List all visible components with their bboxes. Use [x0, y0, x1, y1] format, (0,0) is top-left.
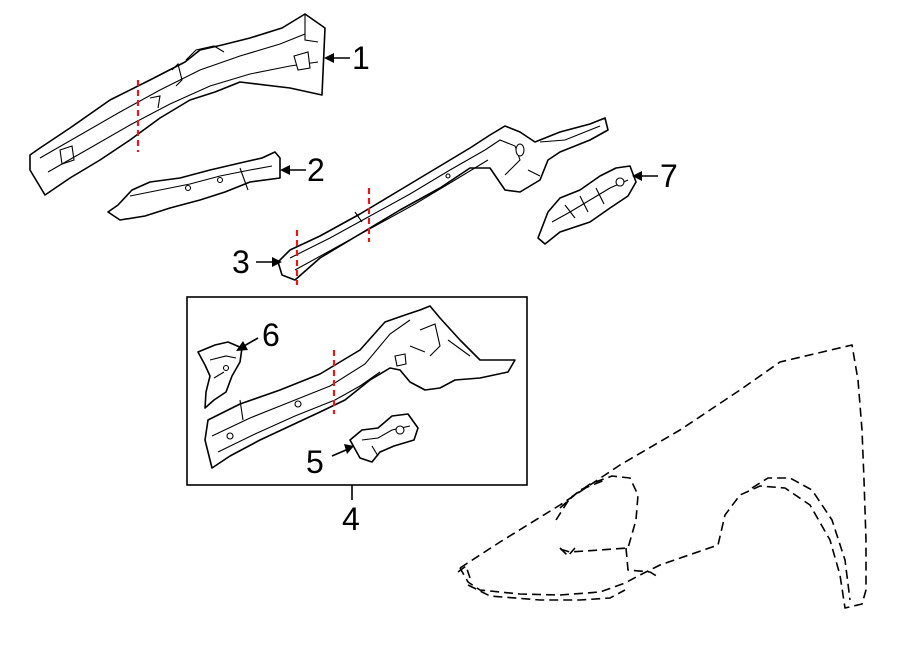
- part-5-gusset[interactable]: [349, 413, 419, 463]
- part-4-apron-assembly[interactable]: [204, 305, 516, 469]
- assembly-group-box: [186, 296, 528, 486]
- leader-6: [236, 337, 259, 351]
- callout-2: 2: [307, 152, 325, 188]
- leader-3: [256, 257, 282, 267]
- callout-7: 7: [660, 158, 678, 194]
- leader-2: [280, 165, 306, 175]
- callout-3: 3: [232, 244, 250, 280]
- part-6-bracket[interactable]: [197, 341, 243, 409]
- part-1-front-rail[interactable]: [29, 13, 326, 196]
- callout-1: 1: [352, 40, 370, 76]
- part-7-bracket[interactable]: [537, 165, 637, 245]
- callout-6: 6: [262, 317, 280, 353]
- leader-1: [324, 53, 350, 63]
- part-3-side-rail[interactable]: [277, 117, 609, 281]
- leader-7: [632, 171, 658, 181]
- fender-outline: [457, 344, 867, 609]
- callout-5: 5: [306, 444, 324, 480]
- leader-5: [331, 444, 354, 457]
- callout-4: 4: [342, 501, 360, 537]
- part-2-rail-extension[interactable]: [107, 151, 281, 221]
